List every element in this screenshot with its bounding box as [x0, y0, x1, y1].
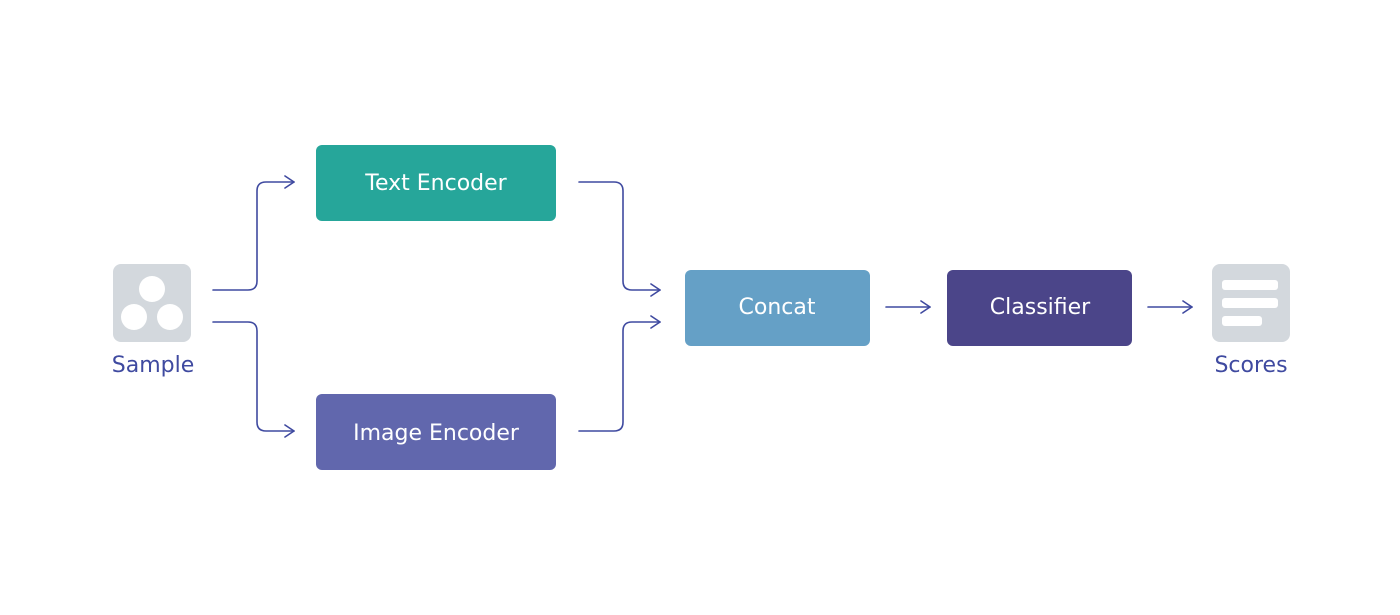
scores-node: Scores	[1212, 264, 1290, 378]
image-encoder-block: Image Encoder	[316, 394, 556, 470]
classifier-block: Classifier	[947, 270, 1132, 346]
sample-icon	[113, 264, 191, 342]
classifier-label: Classifier	[990, 295, 1091, 320]
text-encoder-box	[316, 145, 556, 221]
concat-block: Concat	[685, 270, 870, 346]
concat-box	[685, 270, 870, 346]
scores-label: Scores	[1214, 353, 1287, 378]
classifier-box	[947, 270, 1132, 346]
scores-icon	[1212, 264, 1290, 342]
sample-label: Sample	[112, 353, 195, 378]
arrow-text-encoder-to-concat	[578, 181, 661, 297]
text-encoder-label: Text Encoder	[364, 171, 507, 196]
arrow-image-encoder-to-concat	[578, 315, 661, 432]
image-encoder-box	[316, 394, 556, 470]
sample-node: Sample	[112, 264, 195, 378]
concat-label: Concat	[739, 295, 816, 320]
arrow-sample-to-image-encoder	[212, 321, 295, 438]
text-encoder-block: Text Encoder	[316, 145, 556, 221]
arrow-sample-to-text-encoder	[212, 175, 295, 291]
image-encoder-label: Image Encoder	[353, 421, 520, 446]
